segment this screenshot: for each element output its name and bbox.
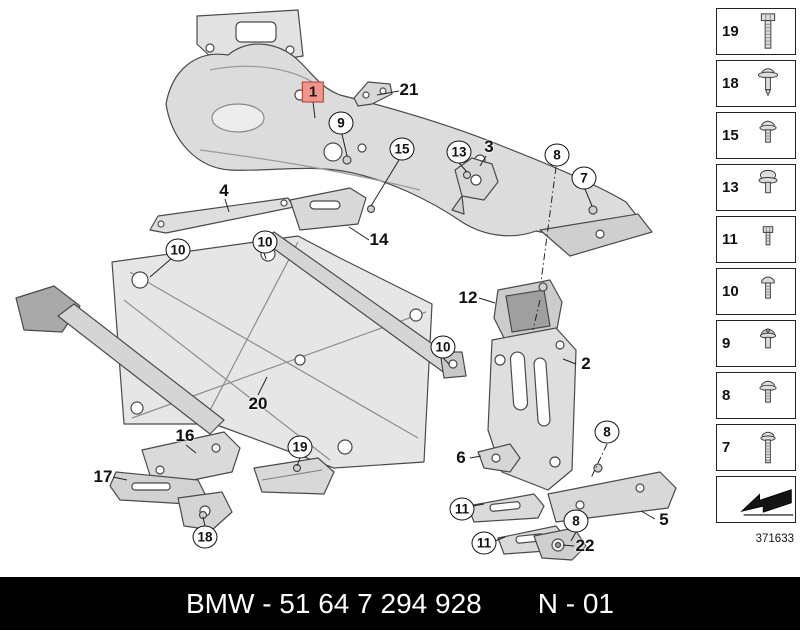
callout-10: 10 bbox=[165, 238, 191, 262]
callout-10: 10 bbox=[430, 335, 456, 359]
bracket-6 bbox=[477, 443, 521, 473]
bracket-12 bbox=[493, 279, 563, 343]
fastener-legend-items: 19 18 15 13 11 10 9 8 7 bbox=[716, 8, 796, 523]
bracket-3 bbox=[451, 157, 499, 215]
callout-21: 21 bbox=[399, 80, 419, 99]
direction-arrow-box bbox=[716, 476, 796, 523]
pan-washer-screw-icon bbox=[741, 376, 795, 416]
callout-10: 10 bbox=[252, 230, 278, 254]
callout-8: 8 bbox=[544, 143, 570, 167]
direction-arrow-icon bbox=[739, 483, 795, 517]
bracket-14 bbox=[289, 187, 367, 231]
fastener-number: 9 bbox=[722, 335, 731, 352]
fastener-item-8: 8 bbox=[716, 372, 796, 419]
fastener-marks bbox=[198, 155, 603, 520]
bracket-21 bbox=[353, 81, 393, 107]
callout-5: 5 bbox=[659, 510, 669, 529]
fastener-legend: 19 18 15 13 11 10 9 8 7 371633 bbox=[716, 8, 796, 545]
callout-17: 17 bbox=[93, 467, 113, 486]
part-number-text: BMW - 51 64 7 294 928 bbox=[186, 587, 482, 619]
callout-18: 18 bbox=[192, 525, 218, 549]
callout-6: 6 bbox=[456, 448, 466, 467]
fastener-number: 11 bbox=[722, 231, 738, 248]
fastener-item-11: 11 bbox=[716, 216, 796, 263]
fastener-item-10: 10 bbox=[716, 268, 796, 315]
fastener-number: 18 bbox=[722, 75, 739, 92]
assembly-axis-lines bbox=[532, 166, 608, 479]
callout-14: 14 bbox=[369, 230, 389, 249]
fastener-number: 15 bbox=[722, 127, 739, 144]
plate-11-upper bbox=[467, 493, 545, 523]
flat-washer-screw-icon bbox=[741, 64, 795, 104]
oval-washer-screw-icon bbox=[741, 168, 795, 208]
diagram-code: 371633 bbox=[755, 533, 794, 545]
part-number-bar: BMW - 51 64 7 294 928 N - 01 bbox=[0, 577, 800, 630]
pan-washer-screw-icon bbox=[741, 116, 795, 156]
fastener-item-7: 7 bbox=[716, 424, 796, 471]
callout-20: 20 bbox=[248, 394, 268, 413]
revision-text: N - 01 bbox=[537, 587, 614, 619]
fastener-number: 10 bbox=[722, 283, 739, 300]
callout-3: 3 bbox=[484, 137, 494, 156]
callout-11: 11 bbox=[449, 497, 475, 521]
bracket-19 bbox=[253, 457, 335, 495]
fastener-item-13: 13 bbox=[716, 164, 796, 211]
hex-bolt-icon bbox=[741, 12, 795, 52]
long-pan-screw-icon bbox=[741, 428, 795, 468]
callout-8: 8 bbox=[563, 509, 589, 533]
fastener-item-9: 9 bbox=[716, 320, 796, 367]
fastener-item-19: 19 bbox=[716, 8, 796, 55]
long-support-bar bbox=[15, 285, 225, 435]
fastener-item-15: 15 bbox=[716, 112, 796, 159]
small-hex-screw-icon bbox=[741, 220, 795, 260]
callout-8: 8 bbox=[594, 420, 620, 444]
callout-1: 1 bbox=[301, 81, 325, 103]
fastener-number: 13 bbox=[722, 179, 739, 196]
fastener-number: 8 bbox=[722, 387, 731, 404]
callout-9: 9 bbox=[328, 111, 354, 135]
pan-head-screw-icon bbox=[741, 272, 795, 312]
bracket-16 bbox=[141, 431, 241, 489]
callout-15: 15 bbox=[389, 137, 415, 161]
callout-16: 16 bbox=[175, 426, 195, 445]
callout-7: 7 bbox=[571, 166, 597, 190]
fastener-number: 19 bbox=[722, 23, 739, 40]
round-washer-screw-icon bbox=[741, 324, 795, 364]
callout-22: 22 bbox=[575, 536, 595, 555]
fastener-number: 7 bbox=[722, 439, 731, 456]
callout-13: 13 bbox=[446, 140, 472, 164]
callout-19: 19 bbox=[287, 435, 313, 459]
callout-4: 4 bbox=[219, 181, 229, 200]
callout-12: 12 bbox=[458, 288, 478, 307]
callout-2: 2 bbox=[581, 354, 591, 373]
callout-11: 11 bbox=[471, 531, 497, 555]
fastener-item-18: 18 bbox=[716, 60, 796, 107]
leader-lines bbox=[112, 90, 656, 547]
